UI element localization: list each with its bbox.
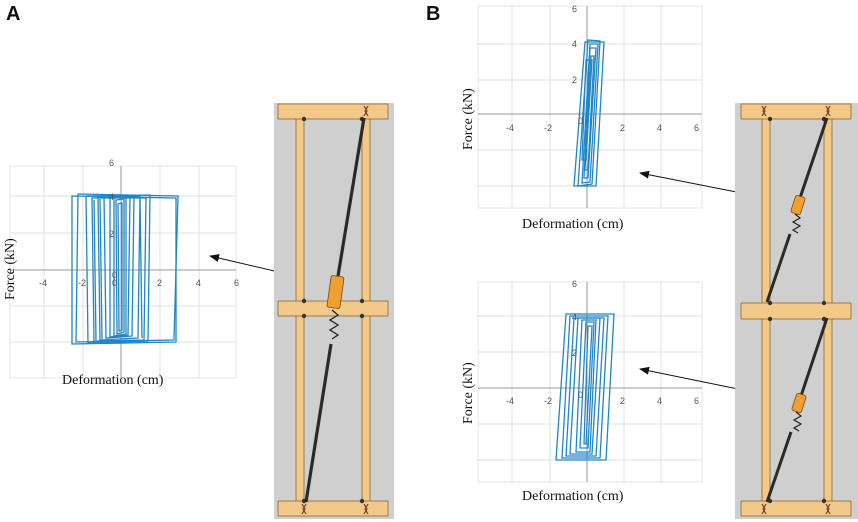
chart-a-x-tick: 4 — [196, 278, 201, 288]
frame-b-brace-lower-top — [799, 317, 829, 397]
chart-b-bottom-y-tick: 2 — [572, 348, 577, 358]
chart-b-top-x-axis-title: Deformation (cm) — [522, 217, 624, 232]
chart-a-y-tick-labels: 6 4 2 0 — [109, 158, 117, 280]
chart-b-bottom-x-tick: 2 — [620, 396, 625, 406]
frame-a-brace-upper — [336, 117, 366, 277]
chart-b-top-hysteresis-loops — [573, 39, 605, 187]
frame-b — [735, 103, 858, 519]
chart-b-top-y-tick: 2 — [572, 75, 577, 85]
chart-b-top-y-tick: 6 — [572, 4, 577, 14]
frame-b-brace-lower-bottom — [765, 431, 793, 503]
chart-a-y-tick: 0 — [112, 270, 117, 280]
frame-b-spring-upper — [791, 213, 802, 234]
chart-b-top-x-tick: -4 — [506, 123, 514, 133]
frame-b-brace-upper-top — [798, 117, 829, 199]
chart-b-bottom-x-tick: 6 — [694, 396, 699, 406]
chart-a-x-tick: -4 — [39, 278, 47, 288]
frame-a-damper — [326, 275, 345, 309]
chart-b-top-x-tick: -2 — [544, 123, 552, 133]
frame-b-damper-upper — [790, 195, 806, 215]
chart-a-x-axis-title: Deformation (cm) — [62, 373, 164, 388]
chart-b-top-y-axis-title: Force (kN) — [461, 88, 476, 150]
chart-b-top-x-tick: 0 — [578, 116, 583, 126]
frame-b-beam-middle — [740, 302, 852, 320]
chart-b-bottom-y-tick: 6 — [572, 279, 577, 289]
panel-b-letter: B — [426, 3, 440, 25]
chart-b-bottom-y-axis-title: Force (kN) — [461, 362, 476, 424]
panel-a-letter: A — [6, 3, 20, 25]
chart-b-bottom: -4 -2 0 2 4 6 6 4 2 Deformation (cm) For… — [461, 279, 703, 504]
frame-a — [274, 103, 394, 519]
chart-a-y-tick: 2 — [109, 229, 114, 239]
frame-b-spring-lower — [792, 411, 803, 432]
chart-a-y-axis-title: Force (kN) — [3, 238, 18, 300]
frame-a-brace-lower — [304, 343, 333, 503]
chart-b-top-x-tick: 2 — [620, 123, 625, 133]
chart-b-bottom-x-axis-title: Deformation (cm) — [522, 489, 624, 504]
frame-b-damper-lower — [791, 393, 807, 413]
chart-b-bottom-y-tick: 4 — [572, 312, 577, 322]
chart-a-x-tick: 0 — [112, 278, 117, 288]
chart-a-y-tick: 4 — [109, 192, 114, 202]
chart-b-top: -4 -2 0 2 4 6 6 4 2 Deformation (cm) For… — [461, 4, 703, 232]
chart-b-bottom-hysteresis-loops — [555, 313, 615, 461]
frame-a-spring — [328, 309, 340, 340]
chart-b-bottom-x-tick: -2 — [544, 396, 552, 406]
chart-a-x-tick: 6 — [234, 278, 239, 288]
chart-a-x-tick: -2 — [78, 278, 86, 288]
chart-b-bottom-x-tick: -4 — [506, 396, 514, 406]
chart-b-bottom-x-tick: 4 — [657, 396, 662, 406]
chart-a-x-tick: 2 — [157, 278, 162, 288]
frame-b-beam-top — [740, 103, 852, 120]
chart-b-bottom-x-tick: 0 — [578, 390, 583, 400]
frame-a-beam-top — [277, 103, 389, 120]
chart-a: -4 -2 0 2 4 6 6 4 2 0 Deformation (cm) F… — [3, 158, 239, 388]
chart-b-top-x-tick: 4 — [657, 123, 662, 133]
frame-b-beam-bottom — [740, 500, 852, 517]
chart-b-top-y-tick: 4 — [572, 39, 577, 49]
frame-b-brace-upper-bottom — [765, 233, 792, 303]
chart-a-hysteresis-loops — [71, 193, 179, 345]
chart-a-x-tick-labels: -4 -2 0 2 4 6 — [39, 278, 239, 288]
chart-b-top-x-tick: 6 — [694, 123, 699, 133]
chart-a-y-tick: 6 — [109, 158, 114, 168]
frame-a-beam-bottom — [277, 500, 389, 517]
